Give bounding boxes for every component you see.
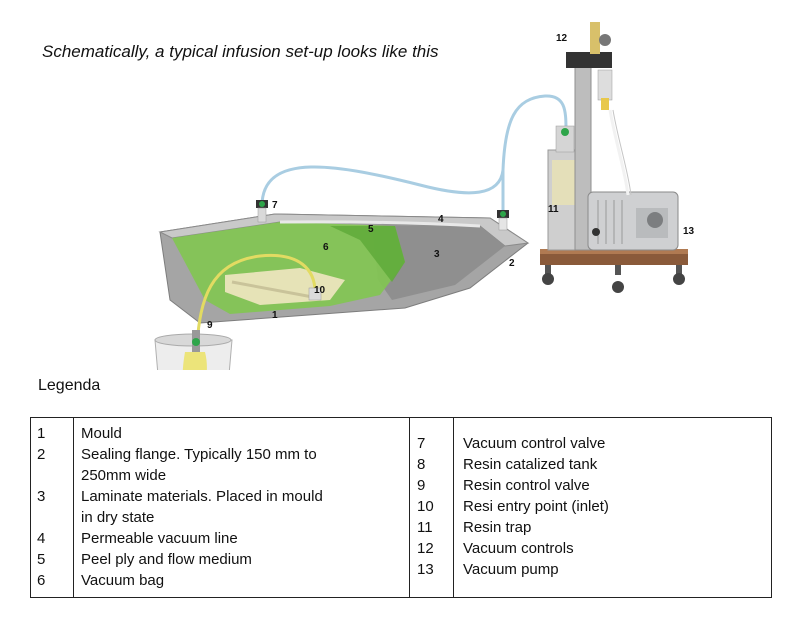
legend-divider-2 xyxy=(409,418,410,597)
callout-11: 11 xyxy=(548,204,559,215)
legend-entry-text: in dry state xyxy=(81,509,155,526)
legend-divider-1 xyxy=(73,418,74,597)
legend-entry-text: Vacuum controls xyxy=(463,540,574,557)
callout-3: 3 xyxy=(434,249,440,260)
resin-inlet xyxy=(308,287,322,301)
legend-entry-text: Resi entry point (inlet) xyxy=(463,498,609,515)
vacuum-pump-cart xyxy=(540,249,688,293)
vacuum-controls xyxy=(566,22,613,251)
legend-entry-text: Mould xyxy=(81,425,122,442)
legend-entry-text: Sealing flange. Typically 150 mm to xyxy=(81,446,317,463)
resin-line xyxy=(195,253,317,346)
legend-entry-number: 10 xyxy=(417,498,434,515)
callout-6: 6 xyxy=(323,242,329,253)
callout-5: 5 xyxy=(368,224,374,235)
callout-13: 13 xyxy=(683,226,695,237)
legend-entry-number: 13 xyxy=(417,561,434,578)
callout-10: 10 xyxy=(314,285,326,296)
callout-12: 12 xyxy=(556,33,568,44)
legend-entry-text: Resin trap xyxy=(463,519,532,536)
mould-inner-wall xyxy=(372,225,505,300)
vacuum-hose-to-trap xyxy=(501,94,568,171)
legend-divider-3 xyxy=(453,418,454,597)
legend-entry-text: Laminate materials. Placed in mould xyxy=(81,488,323,505)
legend-entry-text: Vacuum bag xyxy=(81,572,165,589)
callout-1: 1 xyxy=(272,310,278,321)
legend-entry-number: 1 xyxy=(37,425,46,442)
infusion-setup-illustration: 1 2 3 4 5 6 7 8 9 10 11 12 13 xyxy=(154,22,695,370)
legend-entry-number: 2 xyxy=(37,446,46,463)
callout-4: 4 xyxy=(438,214,444,225)
resin-spiral-channel xyxy=(231,280,319,300)
legend-entry-number: 5 xyxy=(37,551,46,568)
legend-heading: Legenda xyxy=(38,377,101,394)
legend-entry-text: 250mm wide xyxy=(81,467,167,484)
resin-tank xyxy=(154,330,233,370)
legend-entry-number: 4 xyxy=(37,530,46,547)
diagram-title: Schematically, a typical infusion set-up… xyxy=(42,42,439,61)
legend-entry-number: 3 xyxy=(37,488,46,505)
pump-exhaust-hose-outline xyxy=(612,109,632,196)
legend-entry-text: Resin control valve xyxy=(463,477,590,494)
permeable-vacuum-line xyxy=(279,220,481,228)
legend-entry-number: 8 xyxy=(417,456,426,473)
callout-7: 7 xyxy=(272,200,278,211)
legend-entry-number: 9 xyxy=(417,477,426,494)
legend-entry-number: 11 xyxy=(417,519,433,536)
legend-entry-text: Resin catalized tank xyxy=(463,456,598,473)
pump-exhaust-hose xyxy=(608,109,630,196)
legend-entry-number: 6 xyxy=(37,572,46,589)
legend-entry-number: 7 xyxy=(417,435,426,452)
legend-entry-text: Peel ply and flow medium xyxy=(81,551,252,568)
vacuum-pump xyxy=(587,191,679,251)
legend-entry-number: 12 xyxy=(417,540,434,557)
vacuum-port-valve xyxy=(497,210,509,231)
callout-2: 2 xyxy=(509,258,515,269)
legend-entry-text: Permeable vacuum line xyxy=(81,530,238,547)
legend-entry-text: Vacuum pump xyxy=(463,561,559,578)
laminate-highlight xyxy=(330,226,405,282)
callout-9: 9 xyxy=(207,320,213,331)
legend-entry-text: Vacuum control valve xyxy=(463,435,606,452)
legend-table: 1 Mould 2 Sealing flange. Typically 150 mm … xyxy=(30,417,772,598)
vacuum-control-valve xyxy=(256,200,268,223)
vacuum-hose xyxy=(260,165,505,212)
